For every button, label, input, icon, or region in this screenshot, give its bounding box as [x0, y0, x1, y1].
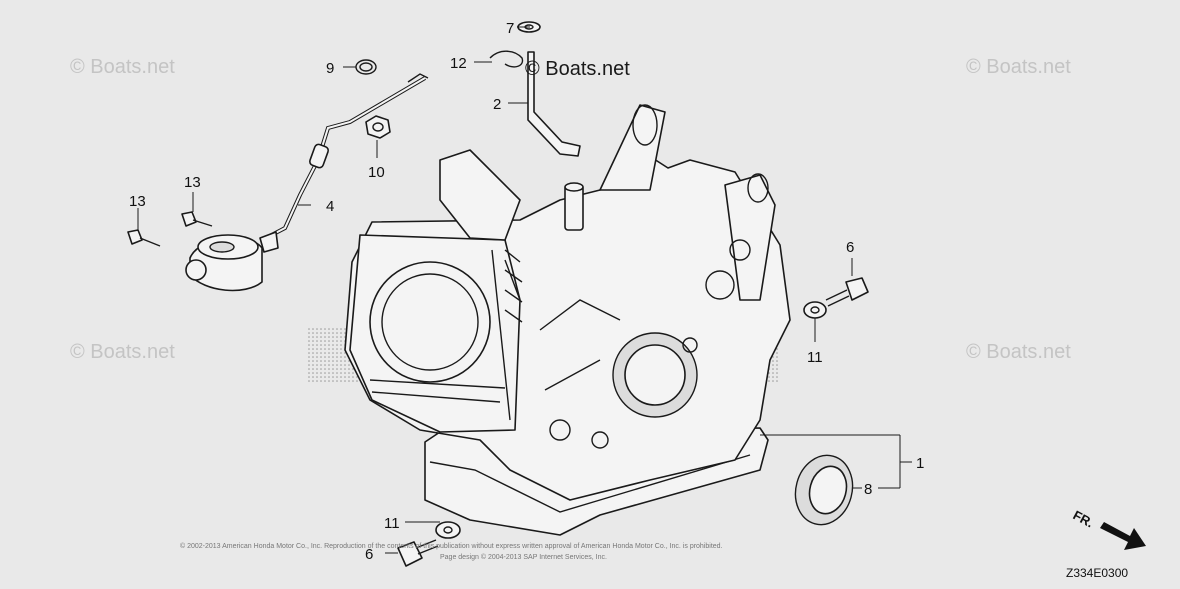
direction-label: FR. [1071, 507, 1097, 530]
callout-6-right: 6 [846, 239, 854, 256]
bolt-part-6-bottom [397, 539, 439, 567]
diagram-code: Z334E0300 [1066, 566, 1128, 580]
callout-6-bottom: 6 [365, 546, 373, 563]
callout-2: 2 [493, 96, 501, 113]
bolt-part-13a [181, 211, 213, 227]
lever-part [527, 51, 581, 157]
oil-switch-harness-part [185, 73, 429, 292]
copyright-line-1: © 2002-2013 American Honda Motor Co., In… [180, 542, 723, 550]
washer-part-11-bottom [435, 521, 461, 539]
washer-part-11-right [803, 301, 827, 319]
watermark-mid-left: © Boats.net [70, 341, 175, 363]
callout-10: 10 [368, 164, 385, 181]
callout-9: 9 [326, 60, 334, 77]
copyright-line-2: Page design © 2004-2013 SAP Internet Ser… [440, 553, 607, 561]
callout-7: 7 [506, 20, 514, 37]
leader-lines [137, 26, 912, 554]
callout-1: 1 [916, 455, 924, 472]
crankcase-part [344, 104, 791, 536]
watermark-top-left: © Boats.net [70, 56, 175, 78]
clip-part [489, 50, 524, 68]
nut-part [365, 115, 391, 139]
bolt-part-13b [127, 229, 161, 247]
bolt-part-6-right [825, 277, 869, 307]
watermark-top-right: © Boats.net [966, 56, 1071, 78]
oil-seal-part [794, 454, 854, 526]
callout-4: 4 [326, 198, 334, 215]
callout-12: 12 [450, 55, 467, 72]
callout-11-right: 11 [807, 349, 823, 366]
callout-11-bottom: 11 [384, 515, 400, 532]
callout-8: 8 [864, 481, 872, 498]
watermark-center: © Boats.net [525, 58, 630, 80]
front-direction-arrow: FR. [1071, 507, 1146, 550]
o-ring-part [355, 59, 377, 75]
callout-13-upper: 13 [184, 174, 201, 191]
watermark-mid-right: © Boats.net [966, 341, 1071, 363]
callout-13-lower: 13 [129, 193, 146, 210]
